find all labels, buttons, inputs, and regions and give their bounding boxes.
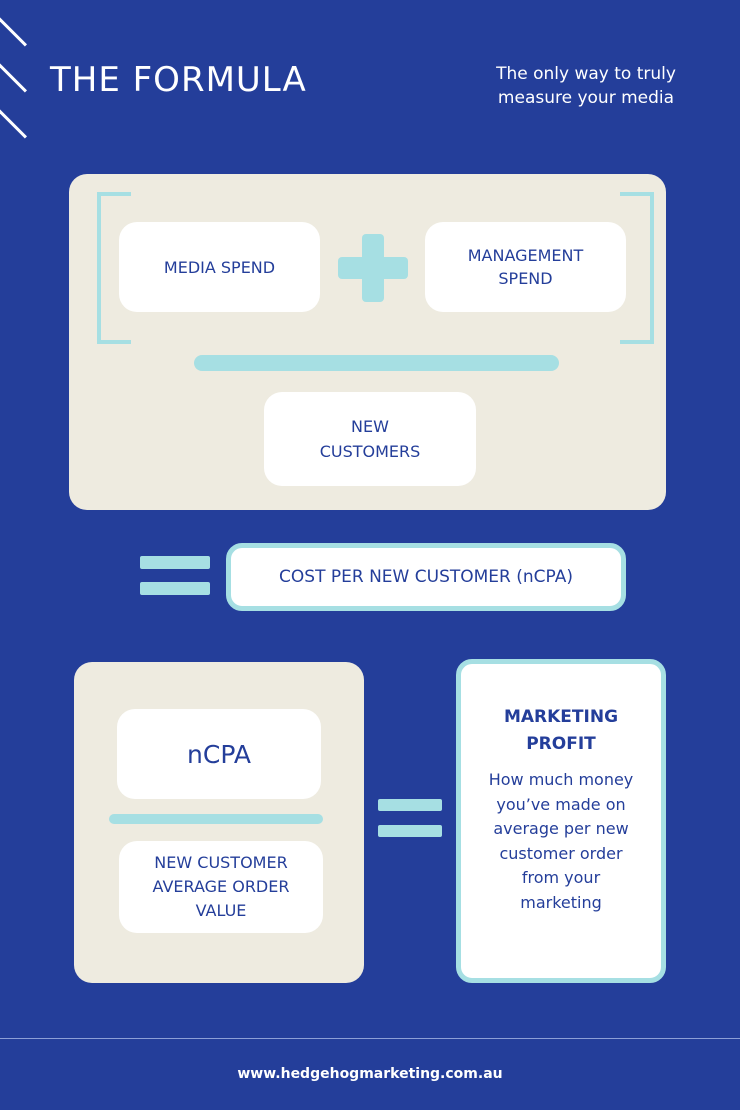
formula-one-panel: MEDIA SPEND MANAGEMENT SPEND NEW CUSTOME… <box>69 174 666 510</box>
media-spend-label: MEDIA SPEND <box>163 257 276 277</box>
page-subtitle: The only way to truly measure your media <box>496 64 676 108</box>
management-spend-label: MANAGEMENT SPEND <box>467 246 584 288</box>
plus-icon <box>338 234 408 302</box>
decorative-stripes <box>0 0 40 150</box>
footer-website: www.hedgehogmarketing.com.au <box>237 1066 503 1082</box>
page-title: THE FORMULA <box>50 60 307 100</box>
footer-divider <box>0 1038 740 1039</box>
ncpa-label: nCPA <box>187 739 251 769</box>
media-spend-card: MEDIA SPEND <box>119 222 320 312</box>
average-order-value-card: NEW CUSTOMER AVERAGE ORDER VALUE <box>119 841 323 933</box>
marketing-profit-title: MARKETING PROFIT <box>503 707 619 754</box>
formula-two-panel: nCPA NEW CUSTOMER AVERAGE ORDER VALUE <box>74 662 364 983</box>
marketing-profit-description: How much money you’ve made on average pe… <box>488 770 634 912</box>
management-spend-card: MANAGEMENT SPEND <box>425 222 626 312</box>
ncpa-result-box: COST PER NEW CUSTOMER (nCPA) <box>226 543 626 611</box>
fraction-bar-two <box>109 814 323 824</box>
equals-icon <box>140 556 210 596</box>
equals-icon-two <box>378 799 442 839</box>
new-customers-card: NEW CUSTOMERS <box>264 392 476 486</box>
average-order-value-label: NEW CUSTOMER AVERAGE ORDER VALUE <box>152 853 290 920</box>
ncpa-card: nCPA <box>117 709 321 799</box>
marketing-profit-box: MARKETING PROFIT How much money you’ve m… <box>456 659 666 983</box>
left-bracket <box>97 192 131 344</box>
fraction-bar <box>194 355 559 371</box>
right-bracket <box>620 192 654 344</box>
ncpa-result-label: COST PER NEW CUSTOMER (nCPA) <box>279 567 573 587</box>
new-customers-label: NEW CUSTOMERS <box>319 417 421 461</box>
